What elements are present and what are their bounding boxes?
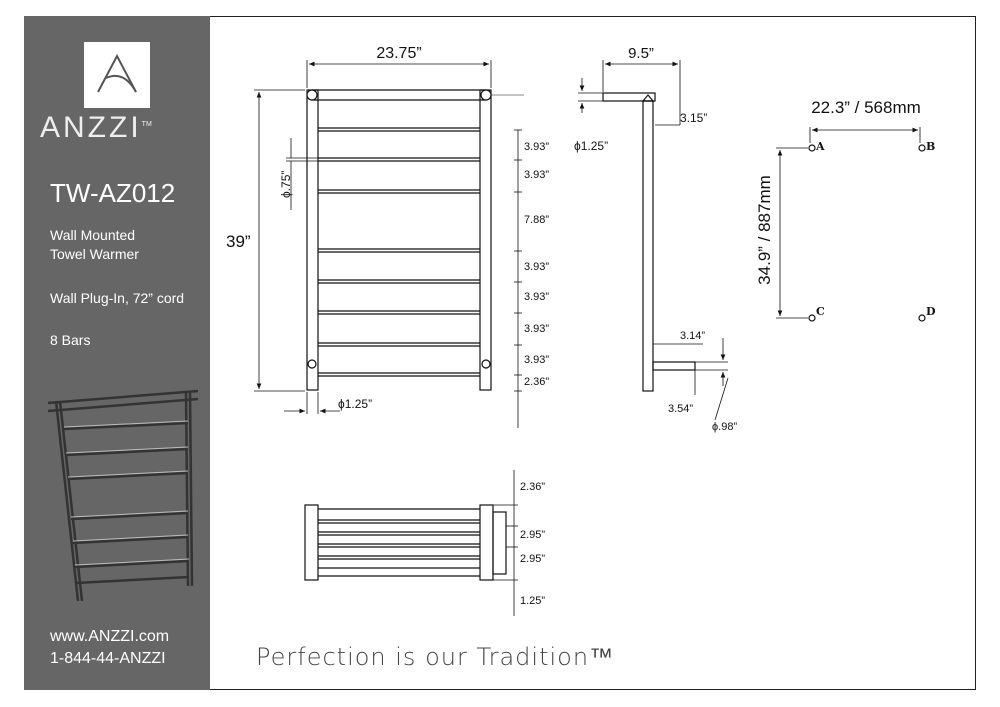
side-foot-diameter-label: ϕ.98”	[712, 421, 737, 433]
spacing-label: 3.93”	[524, 169, 549, 181]
right-post	[479, 89, 492, 391]
side-post	[642, 100, 654, 392]
mount-point-c	[808, 314, 816, 322]
side-post-diameter-label: ϕ1.25”	[574, 139, 608, 153]
top-view-left-end	[304, 504, 319, 581]
mount-point-d	[918, 314, 926, 322]
plug-spec: Wall Plug-In, 72” cord	[50, 290, 185, 306]
front-spacing-labels: 3.93” 3.93” 7.88” 3.93” 3.93” 3.93” 3.93…	[524, 141, 549, 388]
product-description: Wall Mounted Towel Warmer	[50, 226, 139, 264]
point-c-label: C	[816, 305, 825, 318]
side-bottom-depth-label: 3.54”	[668, 403, 693, 415]
top-view-bracket	[492, 511, 507, 575]
post-diameter-label: ϕ1.25”	[338, 397, 372, 411]
mount-height-label: 34.9” / 887mm	[755, 175, 774, 285]
website-link[interactable]: www.ANZZI.com	[50, 628, 170, 645]
towel-warmer-thumbnail-icon	[47, 389, 198, 602]
mount-point-b	[918, 144, 926, 152]
sidebar: ANZZITM TW-AZ012 Wall Mounted Towel Warm…	[24, 16, 210, 690]
front-view	[254, 60, 524, 428]
point-a-label: A	[815, 140, 825, 153]
tagline: Perfection is our Tradition™	[256, 643, 615, 671]
front-width-label: 23.75”	[376, 45, 421, 62]
brand-name: ANZZITM	[40, 111, 152, 144]
mount-width-label: 22.3” / 568mm	[811, 98, 921, 117]
bottom-arm	[652, 361, 696, 371]
spacing-label: 1.25”	[520, 595, 545, 607]
spacing-label: 3.93”	[524, 323, 549, 335]
spacing-label: 2.95”	[520, 529, 545, 541]
top-view-spacing-labels: 2.36” 2.95” 2.95” 1.25”	[520, 481, 545, 607]
description-line-2: Towel Warmer	[50, 246, 139, 262]
trademark-mark: TM	[141, 121, 152, 128]
side-depth-label: 9.5”	[628, 45, 654, 62]
phone-number: 1-844-44-ANZZI	[50, 650, 166, 667]
left-foot-bolt	[307, 359, 317, 369]
mount-point-a	[808, 144, 816, 152]
left-post	[306, 89, 319, 391]
side-top-offset-label: 3.15”	[680, 111, 707, 125]
top-view	[304, 470, 518, 616]
spacing-label: 2.36”	[520, 481, 545, 493]
spacing-label: 2.36”	[524, 376, 549, 388]
mounting-diagram	[776, 127, 926, 322]
anzzi-logo-icon	[84, 42, 150, 108]
spacing-label: 3.93”	[524, 141, 549, 153]
top-arm	[602, 92, 656, 102]
point-d-label: D	[926, 305, 936, 318]
top-view-right-end	[479, 504, 494, 581]
side-view	[578, 60, 729, 421]
spacing-label: 3.93”	[524, 354, 549, 366]
spacing-label: 3.93”	[524, 291, 549, 303]
spacing-label: 7.88”	[524, 214, 549, 226]
spacing-label: 2.95”	[520, 553, 545, 565]
front-bars	[318, 127, 480, 377]
bar-diameter-label: ϕ.75”	[279, 171, 293, 198]
description-line-1: Wall Mounted	[50, 227, 136, 243]
right-foot-bolt	[481, 359, 491, 369]
bar-count: 8 Bars	[50, 332, 91, 348]
spacing-label: 3.93”	[524, 261, 549, 273]
model-number: TW-AZ012	[50, 178, 176, 208]
point-b-label: B	[926, 140, 935, 153]
front-height-label: 39”	[226, 232, 251, 251]
side-bottom-offset-label: 3.14”	[680, 330, 705, 342]
